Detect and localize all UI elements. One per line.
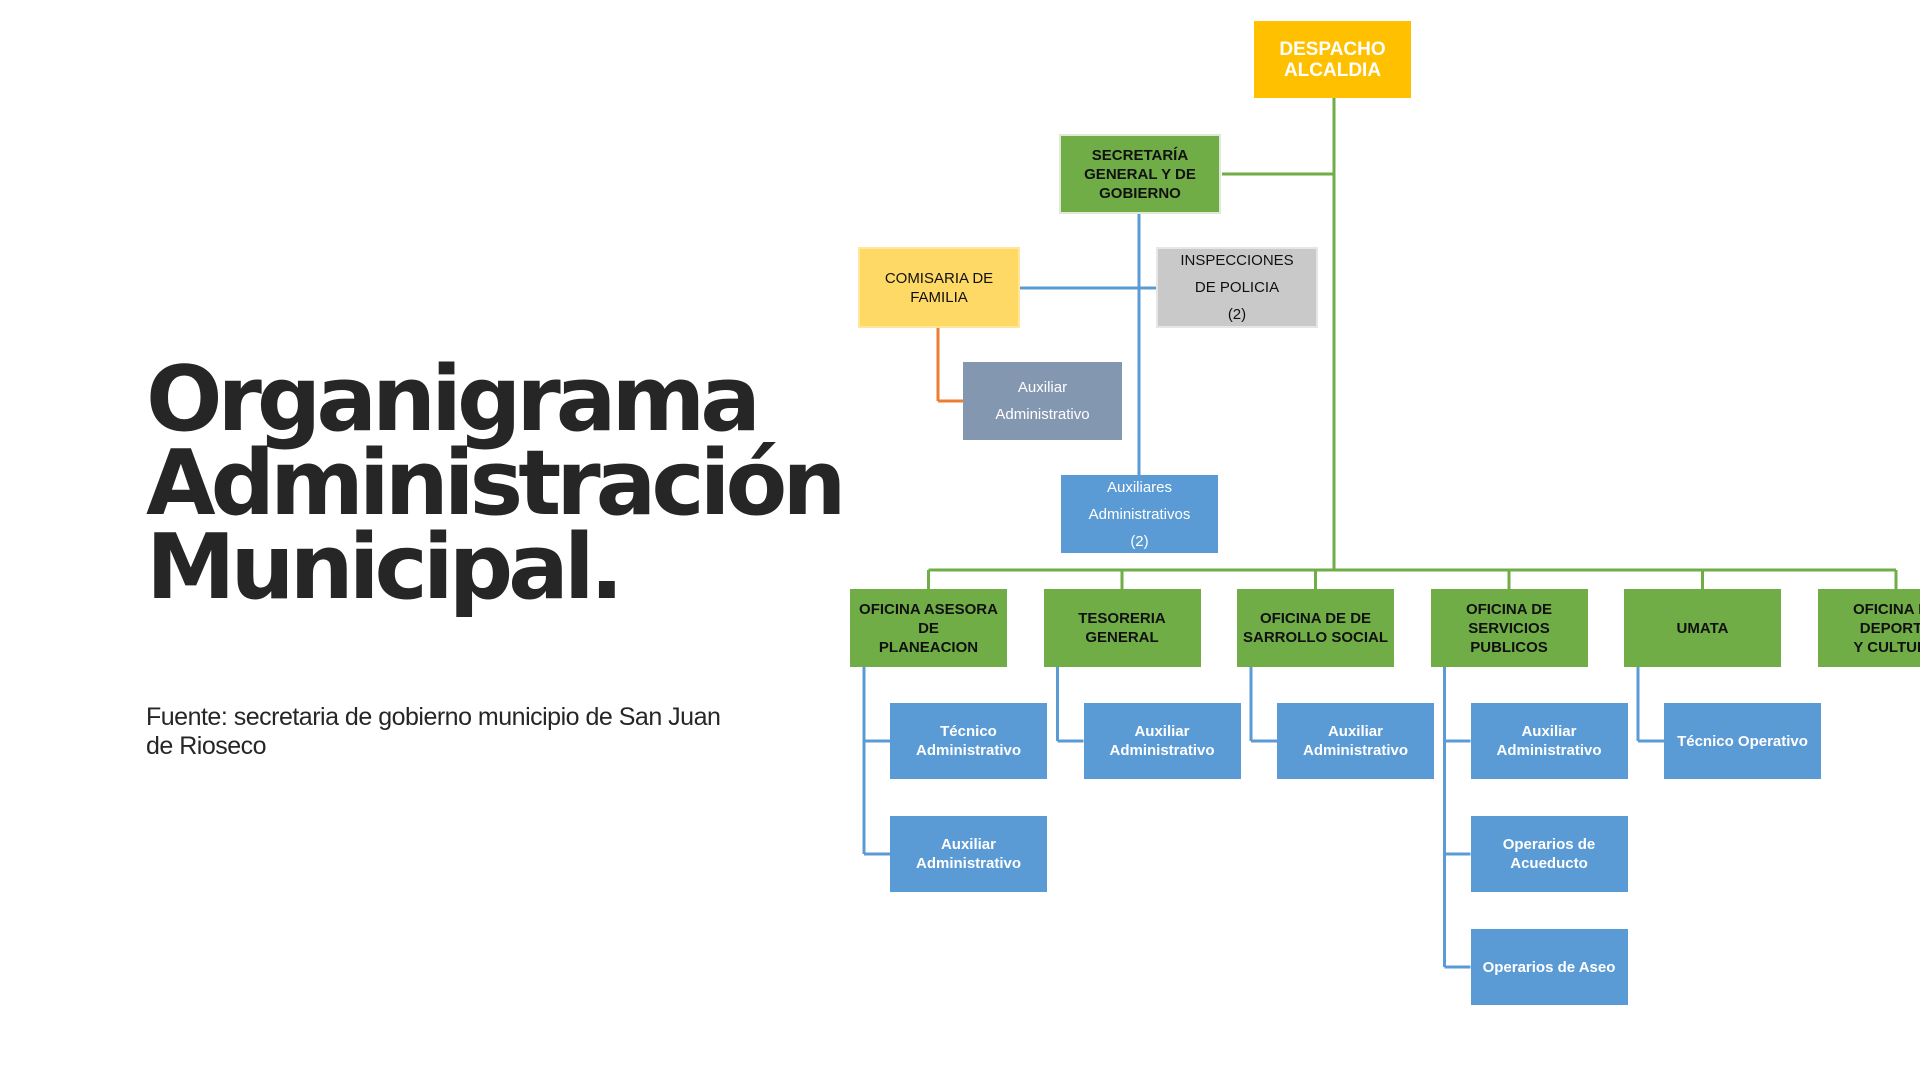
staff-box-5-1-label: Técnico Operativo <box>1677 732 1808 750</box>
staff-box-4-2-label: Operarios de Acueducto <box>1502 836 1596 872</box>
auxiliar-comisaria-box-label: Auxiliar Administrativo <box>995 379 1090 423</box>
staff-box-4-3-label: Operarios de Aseo <box>1482 958 1616 976</box>
despacho-alcaldia-box: DESPACHO ALCALDIA <box>1254 21 1411 98</box>
staff-box-3-1: Auxiliar Administrativo <box>1277 703 1434 779</box>
office-box-1: OFICINA ASESORA DE PLANEACION <box>850 589 1007 667</box>
staff-box-1-1: Técnico Administrativo <box>890 703 1047 779</box>
comisaria-box: COMISARIA DE FAMILIA <box>858 247 1020 328</box>
auxiliar-comisaria-box: Auxiliar Administrativo <box>963 362 1122 440</box>
office-box-4-label: OFICINA DE SERVICIOS PUBLICOS <box>1465 600 1553 656</box>
title-line-1: Organigrama <box>146 347 761 452</box>
office-box-2: TESORERIA GENERAL <box>1043 589 1201 667</box>
auxiliares-secretaria-box: Auxiliares Administrativos (2) <box>1061 475 1218 553</box>
office-box-6: OFICINA DE DEPORTE Y CULTURA <box>1817 589 1920 667</box>
office-box-1-label: OFICINA ASESORA DE PLANEACION <box>859 600 998 656</box>
title-line-2: Administración <box>146 431 846 536</box>
title-line-3: Municipal. <box>146 515 624 620</box>
inspecciones-box: INSPECCIONES DE POLICIA (2) <box>1156 247 1318 328</box>
staff-box-1-2: Auxiliar Administrativo <box>890 816 1047 892</box>
staff-box-2-1-label: Auxiliar Administrativo <box>1109 723 1215 759</box>
staff-box-5-1: Técnico Operativo <box>1664 703 1821 779</box>
office-box-5-label: UMATA <box>1676 619 1729 637</box>
page-title: Organigrama Administración Municipal. <box>146 347 846 620</box>
office-box-5: UMATA <box>1624 589 1781 667</box>
source-note: Fuente: secretaria de gobierno municipio… <box>146 703 721 760</box>
office-box-3-label: OFICINA DE DE SARROLLO SOCIAL <box>1243 610 1388 646</box>
office-box-4: OFICINA DE SERVICIOS PUBLICOS <box>1430 589 1588 667</box>
despacho-alcaldia-box-label: DESPACHO ALCALDIA <box>1279 38 1386 81</box>
staff-box-1-1-label: Técnico Administrativo <box>915 723 1021 759</box>
secretaria-box-label: SECRETARÍA GENERAL Y DE GOBIERNO <box>1084 146 1196 202</box>
staff-box-1-2-label: Auxiliar Administrativo <box>915 836 1021 872</box>
inspecciones-box-label: INSPECCIONES DE POLICIA (2) <box>1180 252 1294 323</box>
staff-box-4-3: Operarios de Aseo <box>1470 929 1628 1005</box>
staff-box-4-1: Auxiliar Administrativo <box>1470 703 1628 779</box>
staff-box-3-1-label: Auxiliar Administrativo <box>1302 723 1408 759</box>
office-box-6-label: OFICINA DE DEPORTE Y CULTURA <box>1852 600 1920 656</box>
auxiliares-secretaria-box-label: Auxiliares Administrativos (2) <box>1088 478 1191 550</box>
staff-box-2-1: Auxiliar Administrativo <box>1083 703 1241 779</box>
staff-box-4-1-label: Auxiliar Administrativo <box>1496 723 1602 759</box>
office-box-2-label: TESORERIA GENERAL <box>1078 610 1166 646</box>
staff-box-4-2: Operarios de Acueducto <box>1470 816 1628 892</box>
secretaria-box: SECRETARÍA GENERAL Y DE GOBIERNO <box>1059 134 1221 214</box>
comisaria-box-label: COMISARIA DE FAMILIA <box>884 269 994 306</box>
office-box-3: OFICINA DE DE SARROLLO SOCIAL <box>1237 589 1394 667</box>
